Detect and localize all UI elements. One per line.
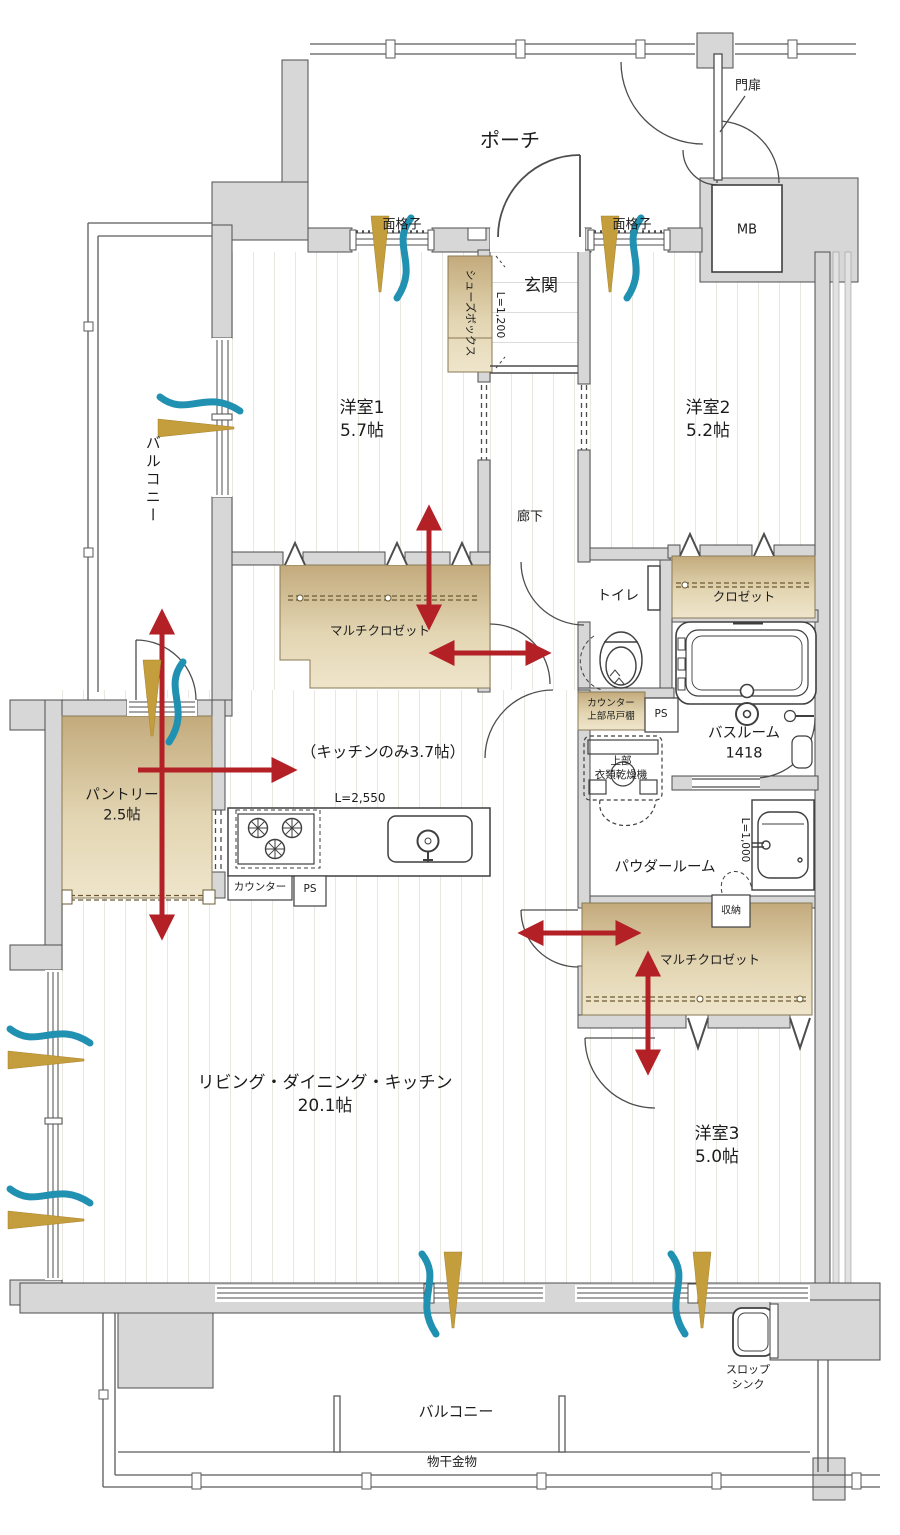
pantry-name: パントリー: [85, 787, 159, 804]
room2-label: 洋室2 5.2帖: [686, 397, 731, 443]
closet-label: クロゼット: [712, 588, 776, 604]
closet-area: [671, 555, 816, 619]
toilet-label: トイレ: [597, 587, 639, 604]
room3-area: 5.0帖: [694, 1147, 740, 1167]
dryer-line1: 上部: [610, 754, 632, 767]
washbasin: [751, 799, 815, 891]
gate-label: 門扉: [734, 78, 762, 94]
shoe-box-label: シューズボックス: [464, 269, 478, 357]
multi-closet-2-label: マルチクロゼット: [659, 951, 761, 967]
slop-sink-line2: シンク: [731, 1378, 765, 1391]
ldk-label: リビング・ダイニング・キッチン 20.1帖: [198, 1072, 453, 1118]
passage-floor: [232, 560, 280, 690]
room1-name: 洋室1: [339, 398, 385, 419]
bathroom-label: バスルーム 1418: [708, 724, 780, 763]
balcony-left-label: バルコニー: [143, 435, 162, 525]
laundry-hardware-label: 物干金物: [426, 1453, 478, 1469]
room3-label: 洋室3 5.0帖: [695, 1123, 740, 1169]
ps-kitchen-label: PS: [303, 883, 317, 896]
corridor-floor: [490, 374, 578, 690]
corridor-label: 廊下: [516, 509, 544, 525]
ldk-floor: [62, 690, 578, 1283]
powder-room-label: パウダールーム: [614, 859, 716, 876]
grille-right-label: 面格子: [612, 217, 652, 233]
ldk-area: 20.1帖: [297, 1096, 353, 1116]
bath-stool: [791, 735, 813, 769]
counter-cabinet-line2: 上部吊戸棚: [587, 711, 635, 722]
basin-dim-label: L=1,000: [738, 817, 751, 863]
counter-cabinet-label: カウンター 上部吊戸棚: [587, 698, 635, 724]
dryer-line2: 衣類乾燥機: [594, 769, 648, 781]
room3-name: 洋室3: [694, 1124, 740, 1145]
shoe-box-dim-label: L=1,200: [494, 291, 508, 339]
kitchen-counter-label: カウンター: [233, 881, 287, 894]
entrance-label: 玄関: [524, 275, 558, 296]
slop-sink-label: スロップ シンク: [726, 1363, 770, 1393]
dryer-label: 上部 衣類乾燥機: [595, 754, 648, 782]
ldk-name: リビング・ダイニング・キッチン: [197, 1073, 453, 1094]
bathroom-name: バスルーム: [707, 725, 781, 742]
slop-sink: [732, 1303, 779, 1359]
bathroom-size: 1418: [725, 745, 763, 761]
room1-label: 洋室1 5.7帖: [340, 397, 385, 443]
balcony-bottom-label: バルコニー: [418, 1402, 494, 1421]
pantry-label: パントリー 2.5帖: [85, 786, 158, 825]
multi-closet-1-label: マルチクロゼット: [329, 622, 431, 638]
storage-label: 収納: [721, 905, 741, 917]
porch-label: ポーチ: [480, 128, 540, 152]
slop-sink-line1: スロップ: [726, 1363, 770, 1377]
kitchen-dim-label: L=2,550: [334, 791, 386, 806]
grille-left-label: 面格子: [382, 217, 422, 233]
toilet-fixture: [579, 565, 661, 691]
pantry-area: 2.5帖: [103, 807, 141, 823]
kitchen-note-label: （キッチンのみ3.7帖）: [300, 742, 466, 761]
room1-area: 5.7帖: [339, 421, 385, 441]
room2-area: 5.2帖: [685, 421, 731, 441]
ps-bath-label: PS: [654, 708, 668, 721]
room2-name: 洋室2: [685, 398, 731, 419]
meter-box-label: MB: [736, 222, 758, 238]
counter-cabinet-line1: カウンター: [587, 698, 635, 710]
